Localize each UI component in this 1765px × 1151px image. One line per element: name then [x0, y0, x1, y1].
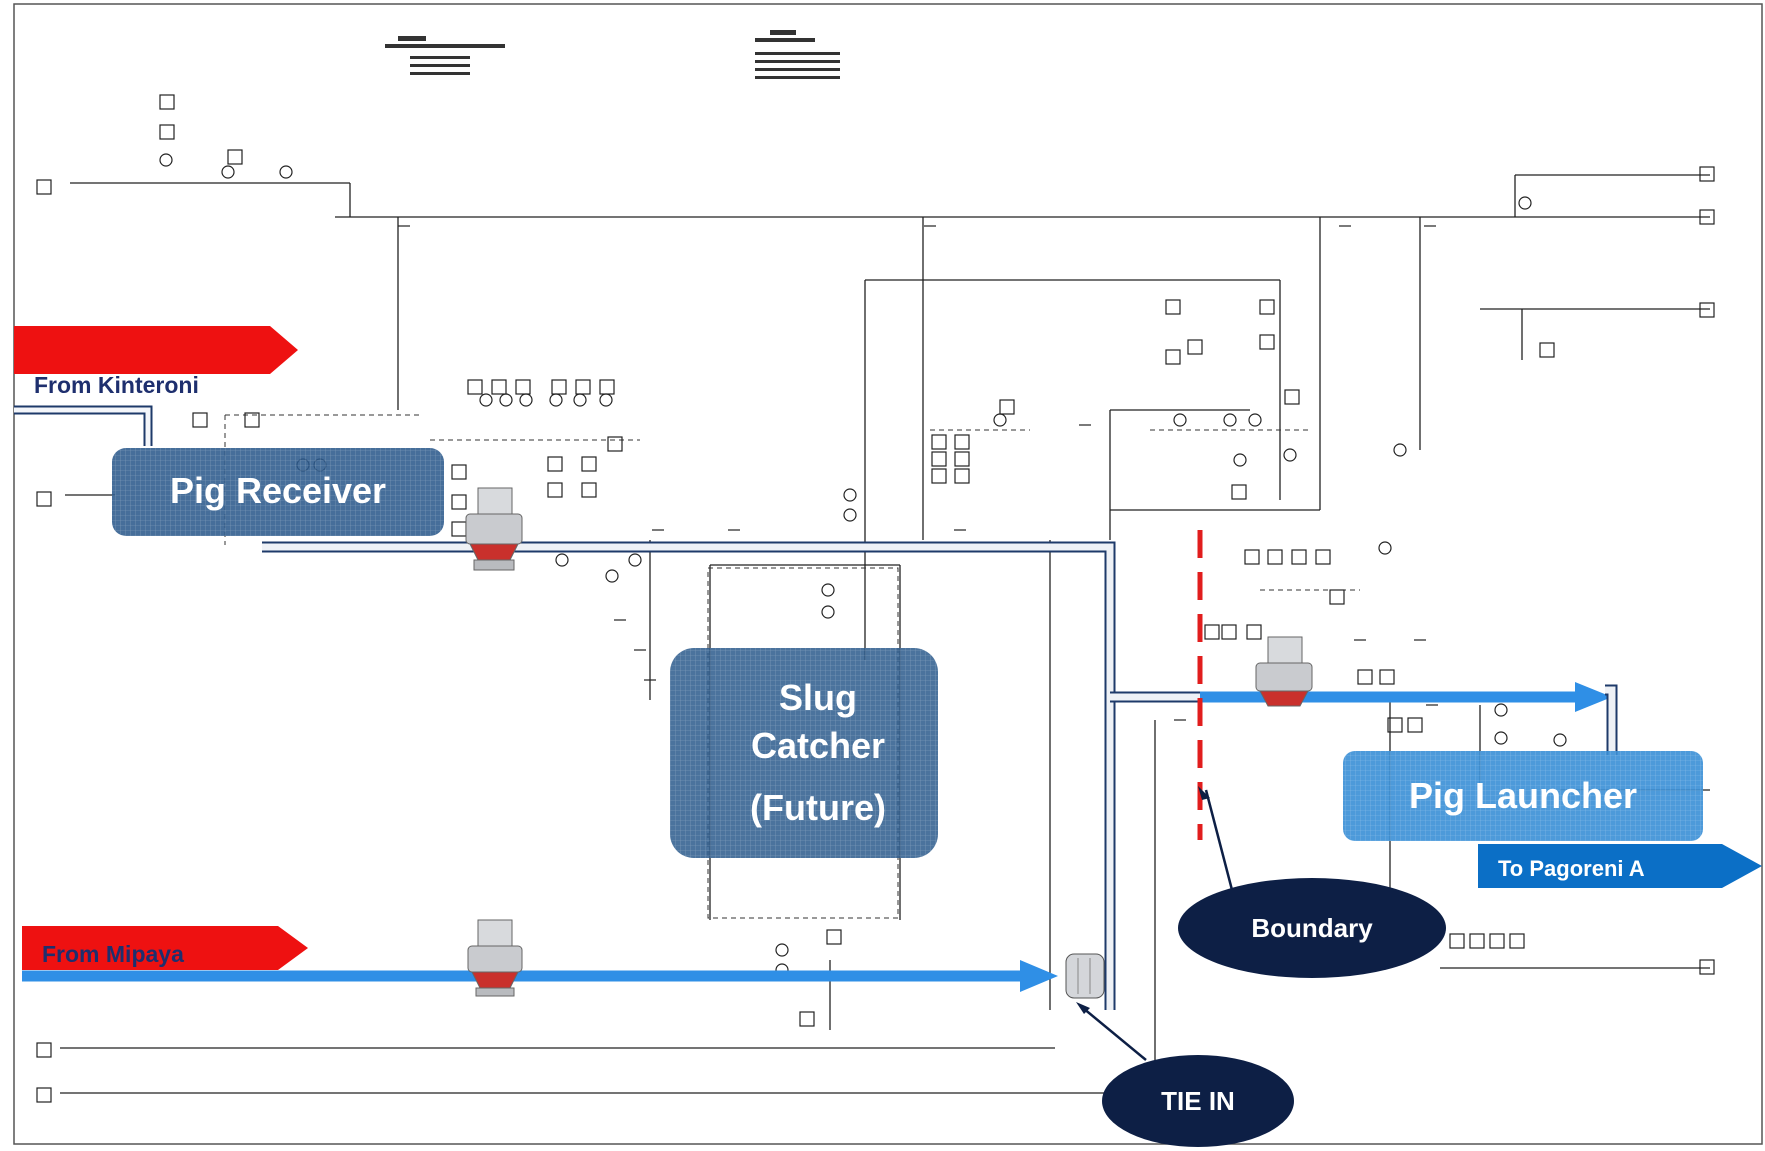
pig-launcher-label: Pig Launcher [1409, 775, 1637, 816]
pig-receiver-valve [465, 487, 523, 571]
pig-receiver-label: Pig Receiver [170, 470, 386, 511]
from-mipaya-label: From Mipaya [42, 941, 184, 967]
boundary-label: Boundary [1251, 913, 1373, 943]
kinteroni-inlet-pipe [14, 405, 153, 446]
from-mipaya-arrow [22, 926, 308, 970]
tie-in-label: TIE IN [1161, 1086, 1235, 1116]
title-block-fine-print [385, 30, 840, 79]
to-pagoreni-label: To Pagoreni A [1498, 856, 1645, 881]
from-kinteroni-arrow [14, 326, 298, 374]
mipaya-flow-arrow [1020, 960, 1058, 992]
drawing-frame [13, 3, 1763, 1145]
mipaya-valve [467, 919, 523, 997]
slug-catcher-label-1: Slug [779, 677, 857, 718]
from-kinteroni-label: From Kinteroni [34, 372, 199, 398]
slug-catcher-label-2: Catcher [751, 725, 885, 766]
to-pagoreni-arrow [1478, 844, 1762, 888]
tie-in-fitting [1065, 953, 1105, 999]
boundary-callout [1178, 878, 1446, 978]
tie-in-callout [1102, 1055, 1294, 1147]
slug-catcher-label-3: (Future) [750, 787, 886, 828]
piping-linework [60, 174, 1710, 1094]
launcher-valve [1255, 636, 1313, 707]
